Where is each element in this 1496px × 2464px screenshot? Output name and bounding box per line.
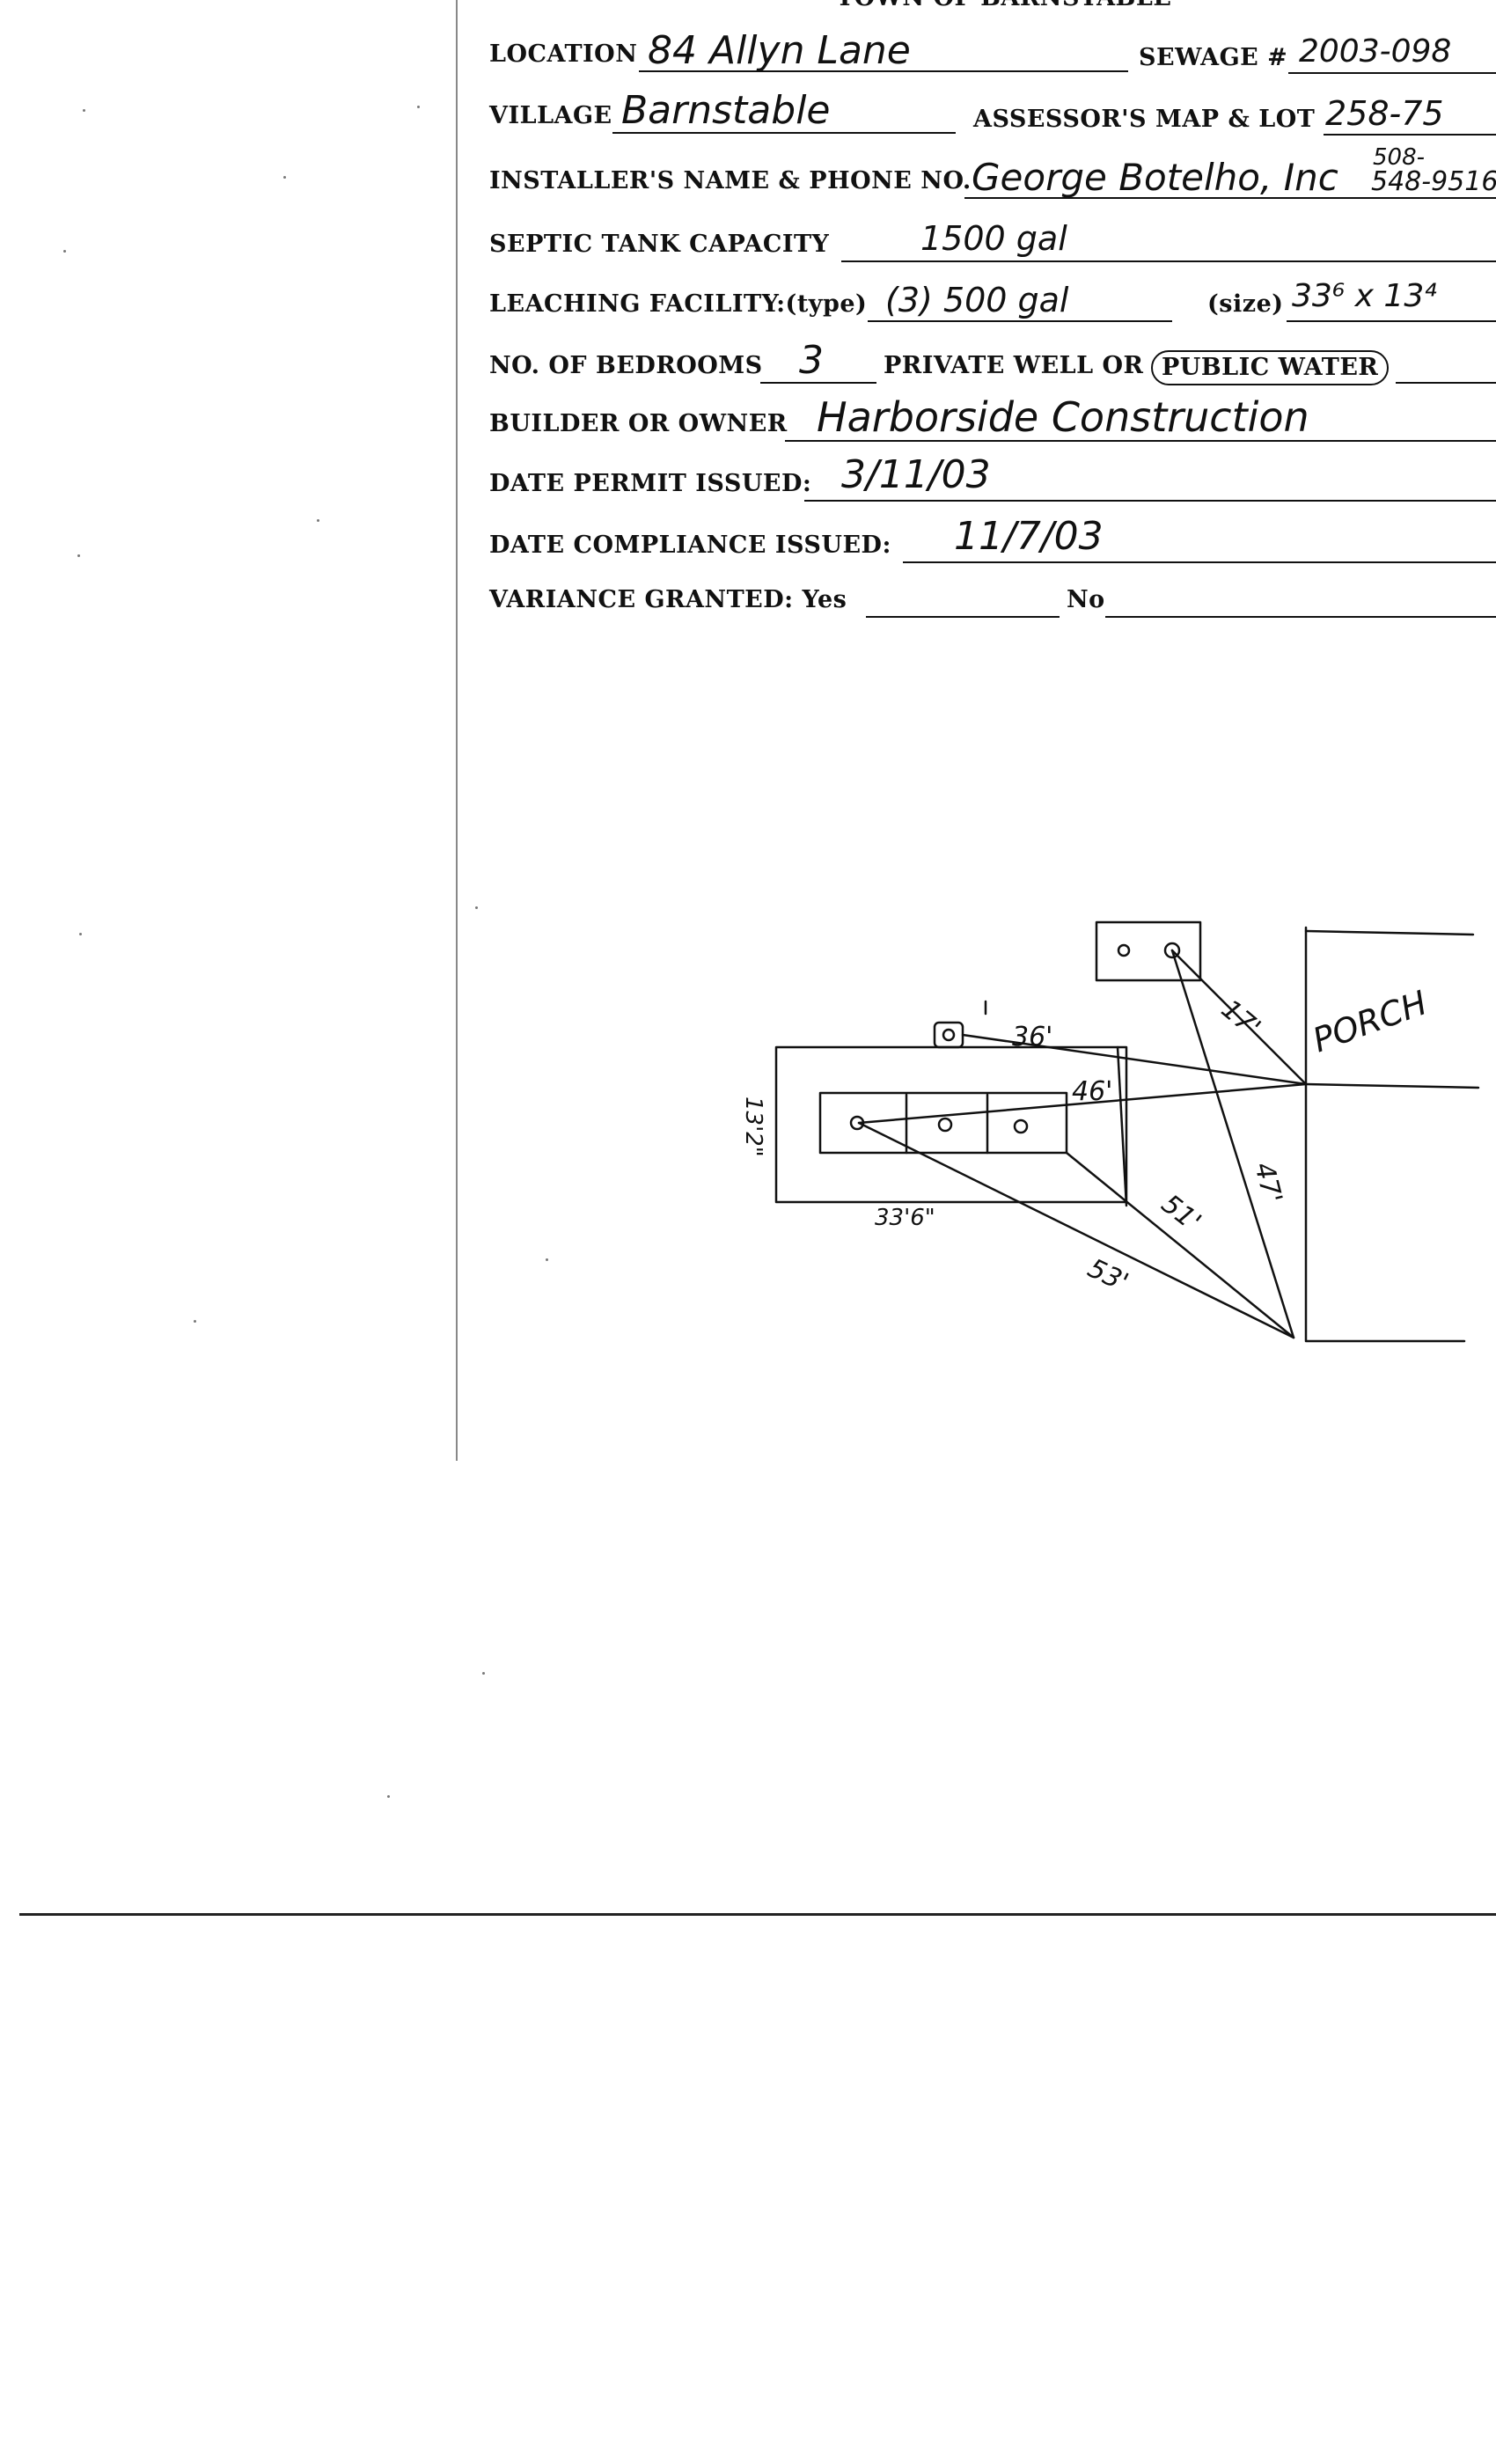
village-value: Barnstable [621, 88, 831, 133]
scan-margin-line [456, 0, 458, 1461]
dim-53-label: 53' [1082, 1253, 1133, 1299]
field-width-label: 13'2" [740, 1096, 766, 1157]
house-outline [1304, 926, 1466, 1343]
location-value: 84 Allyn Lane [648, 28, 911, 73]
scan-speck [83, 109, 85, 112]
measure-line-53 [857, 1121, 1295, 1339]
porch-label: PORCH [1308, 983, 1432, 1060]
scan-speck [546, 1258, 548, 1261]
measure-line-47 [1170, 949, 1295, 1339]
leaching-chambers [818, 1091, 1068, 1155]
installer-phone-line1: 508- [1373, 144, 1426, 171]
village-row: VILLAGE Barnstable ASSESSOR'S MAP & LOT … [489, 92, 1496, 137]
leaching-label: LEACHING FACILITY:(type) [489, 290, 868, 318]
size-value: 33⁶ x 13⁴ [1292, 278, 1437, 314]
bedrooms-value: 3 [799, 338, 824, 383]
bedrooms-row: NO. OF BEDROOMS 3 PRIVATE WELL OR PUBLIC… [489, 341, 1496, 387]
builder-blank [785, 440, 1496, 442]
dim-36-label: 36' [1012, 1022, 1052, 1052]
compliance-blank [903, 561, 1496, 563]
measure-line-17 [1170, 949, 1308, 1086]
page-fold-line [19, 1913, 1496, 1916]
scan-speck [417, 106, 420, 108]
variance-no-blank [1105, 616, 1496, 618]
size-label: (size) [1207, 290, 1284, 318]
variance-row: VARIANCE GRANTED: Yes No [489, 583, 1496, 621]
leaching-blank [868, 320, 1172, 322]
permit-blank [804, 500, 1496, 502]
installer-phone-line2: 548-9516 [1371, 166, 1496, 197]
village-label: VILLAGE [489, 102, 612, 129]
variance-yes-blank [866, 616, 1060, 618]
scan-speck [194, 1320, 196, 1323]
field-edge-stroke [1116, 1045, 1128, 1207]
water-label: PRIVATE WELL OR [884, 352, 1144, 379]
compliance-row: DATE COMPLIANCE ISSUED: 11/7/03 [489, 517, 1496, 567]
compliance-value: 11/7/03 [954, 514, 1104, 559]
d-box-marker [942, 1028, 956, 1042]
sewage-label: SEWAGE # [1139, 44, 1288, 71]
tank-inlet-marker [1117, 943, 1131, 957]
location-row: LOCATION 84 Allyn Lane SEWAGE # 2003-098 [489, 32, 1496, 76]
tank-blank [841, 260, 1496, 262]
village-blank [612, 132, 956, 134]
installer-row: INSTALLER'S NAME & PHONE NO. George Bote… [489, 144, 1496, 202]
dim-46-label: 46' [1072, 1076, 1112, 1107]
tank-row: SEPTIC TANK CAPACITY 1500 gal [489, 219, 1496, 266]
variance-label: VARIANCE GRANTED: Yes [489, 586, 847, 613]
builder-label: BUILDER OR OWNER [489, 410, 788, 437]
dim-47-label: 47' [1248, 1159, 1287, 1206]
compliance-label: DATE COMPLIANCE ISSUED: [489, 532, 891, 559]
scan-speck [283, 176, 286, 179]
installer-label: INSTALLER'S NAME & PHONE NO. [489, 167, 972, 194]
variance-no-label: No [1067, 586, 1105, 613]
permit-row: DATE PERMIT ISSUED: 3/11/03 [489, 456, 1496, 505]
map-lot-label: ASSESSOR'S MAP & LOT [973, 106, 1316, 133]
house-top-edge [1304, 929, 1475, 936]
map-lot-value: 258-75 [1325, 94, 1444, 133]
measure-line-51 [1065, 1151, 1295, 1339]
leaching-row: LEACHING FACILITY:(type) (3) 500 gal (si… [489, 281, 1496, 326]
chamber-marker-3 [1013, 1118, 1029, 1134]
tank-outlet-marker [1163, 942, 1181, 959]
scan-speck [79, 933, 82, 935]
distribution-box [933, 1021, 964, 1049]
builder-row: BUILDER OR OWNER Harborside Construction [489, 397, 1496, 445]
porch-edge [1304, 1082, 1480, 1089]
leaching-value: (3) 500 gal [885, 281, 1069, 319]
scan-speck [482, 1672, 485, 1675]
water-blank [1396, 382, 1496, 384]
installer-blank [964, 197, 1496, 199]
installer-value: George Botelho, Inc [972, 156, 1338, 199]
sewage-blank [1288, 72, 1496, 74]
bedrooms-blank [760, 382, 876, 384]
form-header-title: TOWN OF BARNSTABLE [836, 0, 1171, 16]
tank-label: SEPTIC TANK CAPACITY [489, 231, 830, 258]
chamber-marker-2 [937, 1117, 953, 1133]
location-label: LOCATION [489, 40, 638, 68]
field-length-label: 33'6" [875, 1205, 935, 1231]
scan-speck [475, 906, 478, 909]
size-blank [1287, 320, 1496, 322]
measure-line-36 [961, 1033, 1308, 1086]
map-lot-blank [1324, 134, 1496, 136]
scan-speck [63, 250, 66, 253]
permit-value: 3/11/03 [841, 452, 991, 497]
septic-tank-box [1095, 920, 1202, 982]
public-water-selection: PUBLIC WATER [1151, 350, 1390, 385]
builder-value: Harborside Construction [817, 393, 1309, 441]
bedrooms-label: NO. OF BEDROOMS [489, 352, 763, 379]
measure-line-46 [857, 1082, 1308, 1125]
scan-speck [387, 1795, 390, 1798]
scan-speck [77, 554, 80, 557]
tank-value: 1500 gal [920, 219, 1067, 258]
permit-label: DATE PERMIT ISSUED: [489, 470, 812, 497]
location-blank [639, 70, 1128, 72]
scan-speck [317, 519, 319, 522]
sewage-value: 2003-098 [1299, 33, 1452, 70]
